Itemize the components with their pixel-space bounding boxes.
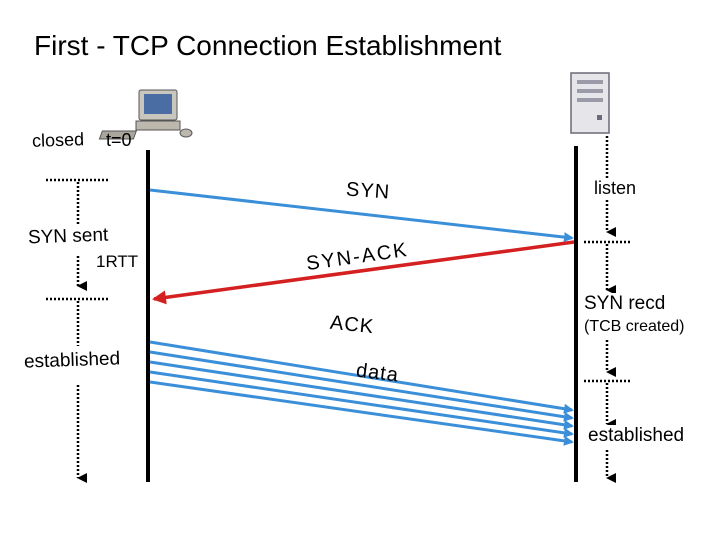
data-arrow — [149, 370, 574, 438]
server-tower-icon — [570, 72, 610, 134]
desktop-computer-icon — [98, 89, 193, 140]
client-state-closed: closed — [31, 129, 85, 151]
server-tcb-created: (TCB created) — [582, 318, 687, 336]
client-state-syn-sent: SYN sent — [25, 224, 111, 250]
client-state-markers — [46, 178, 110, 483]
syn-arrow — [149, 188, 574, 243]
server-state-syn-recd: SYN recd — [582, 293, 668, 315]
ack-label: ACK — [329, 311, 376, 339]
client-state-established: established — [21, 348, 123, 374]
server-state-established: established — [586, 425, 687, 447]
server-state-listen: listen — [592, 178, 639, 199]
ack-arrow — [149, 340, 574, 414]
data-arrow — [149, 350, 574, 422]
syn-ack-arrow — [152, 240, 575, 305]
data-arrow — [149, 360, 574, 430]
server-state-markers — [584, 136, 630, 483]
page-title: First - TCP Connection Establishment — [34, 30, 502, 61]
data-arrow — [149, 380, 574, 446]
rtt-label: 1RTT — [94, 252, 141, 272]
syn-label: SYN — [345, 178, 391, 204]
client-time-zero: t=0 — [106, 130, 132, 150]
